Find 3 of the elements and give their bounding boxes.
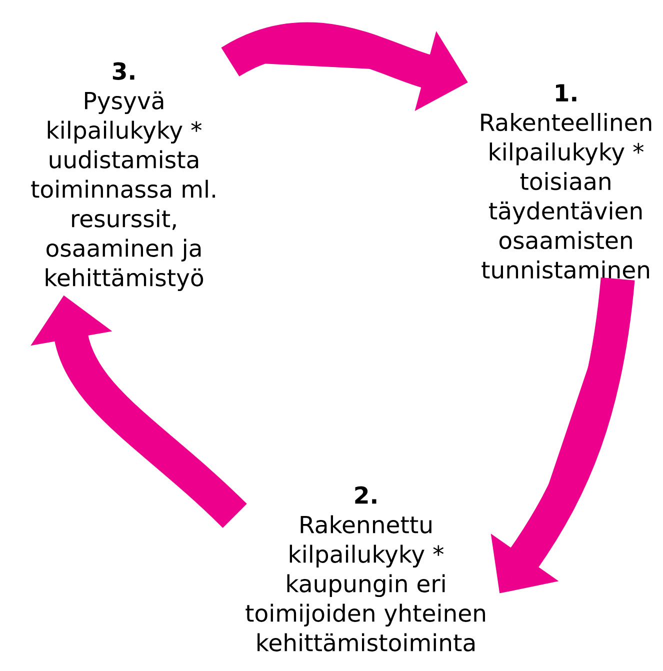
step-text: 3. Pysyvä kilpailukyky * uudistamista toiminnassa ml. resurssit, osaaminen ja kehittämistyö <box>31 62 215 292</box>
step-text: 1. Rakenteellinen kilpailukyky * toisiaan täydentävien osaamisten tunnistaminen <box>481 84 652 279</box>
step-text: 2. Rakennettu kilpailukyky * kaupungin eri toimijoiden yhteinen kehittämistoiminta <box>246 486 485 652</box>
